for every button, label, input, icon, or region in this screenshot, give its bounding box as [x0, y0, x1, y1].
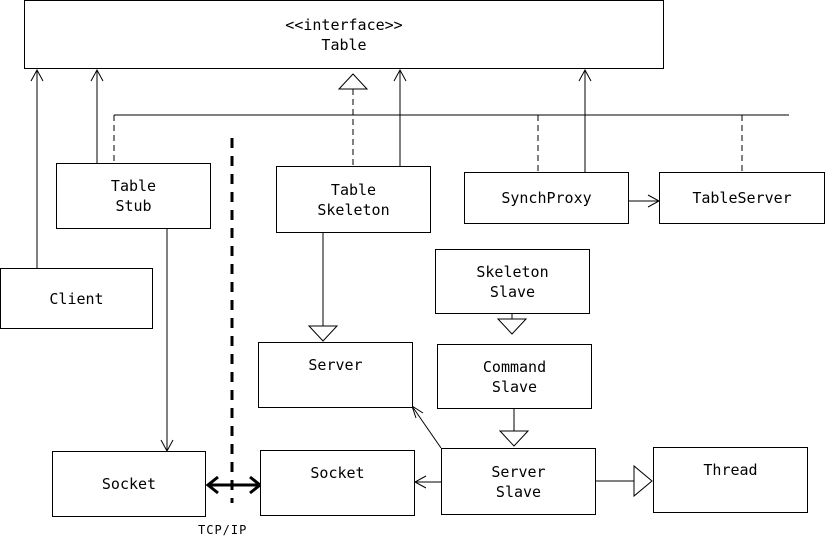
table-server-label: TableServer	[692, 189, 792, 207]
table-skeleton-line2: Skeleton	[317, 200, 390, 219]
socket-left-box: Socket	[52, 451, 206, 517]
thread-box: Thread	[653, 447, 808, 513]
table-stub-line1: Table	[110, 177, 157, 195]
skeleton-slave-box: Skeleton Slave	[435, 249, 590, 314]
table-interface-box: <<interface>> Table	[24, 0, 664, 69]
command-slave-line1: Command	[482, 357, 547, 376]
thread-label: Thread	[703, 461, 758, 479]
serverslave-thread-triangle	[633, 464, 653, 498]
server-slave-box: Server Slave	[441, 448, 596, 515]
server-box: Server	[258, 342, 413, 408]
table-skeleton-line1: Table	[330, 180, 377, 199]
table-stub-box: Table Stub	[56, 163, 211, 229]
interface-stereotype: <<interface>>	[285, 16, 403, 34]
server-slave-line2: Slave	[495, 482, 542, 501]
tcp-ip-label: TCP/IP	[198, 523, 248, 537]
skeleton-slave-line1: Skeleton	[476, 262, 549, 281]
skeletonslave-commandslave-triangle	[496, 318, 528, 335]
skeleton-slave-line2: Slave	[489, 282, 536, 301]
table-skeleton-box: Table Skeleton	[276, 166, 431, 233]
server-slave-line1: Server	[491, 462, 546, 481]
command-slave-box: Command Slave	[437, 344, 592, 409]
skeleton-server-triangle	[307, 325, 339, 342]
synch-proxy-label: SynchProxy	[501, 189, 592, 207]
synch-proxy-box: SynchProxy	[464, 172, 629, 224]
client-box: Client	[0, 268, 153, 329]
socket-right-box: Socket	[260, 450, 415, 516]
command-slave-line2: Slave	[491, 377, 538, 396]
serverslave-to-server	[411, 405, 442, 449]
commandslave-serverslave-triangle	[498, 430, 530, 447]
socket-right-label: Socket	[310, 464, 365, 482]
interface-name: Table	[321, 36, 367, 54]
table-server-box: TableServer	[659, 172, 825, 224]
table-stub-line2: Stub	[115, 197, 152, 215]
socket-left-label: Socket	[101, 475, 157, 493]
interface-realization-triangle	[337, 73, 369, 90]
client-label: Client	[49, 289, 104, 308]
server-label: Server	[308, 356, 363, 374]
